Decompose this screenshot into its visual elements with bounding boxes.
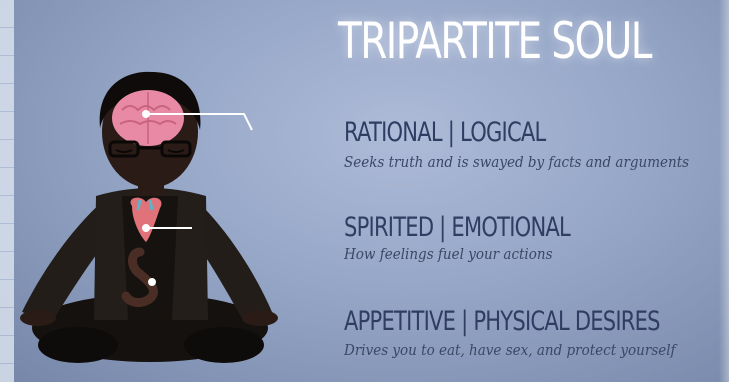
spirited-heading: SPIRITED | EMOTIONAL: [344, 212, 570, 243]
slide-title: TRIPARTITE SOUL: [338, 12, 651, 70]
left-hand: [20, 310, 56, 326]
rational-description: Seeks truth and is swayed by facts and a…: [344, 153, 689, 171]
appetitive-description: Drives you to eat, have sex, and protect…: [344, 341, 676, 359]
appetitive-heading: APPETITIVE | PHYSICAL DESIRES: [344, 306, 660, 337]
right-hand: [242, 310, 278, 326]
spirited-description: How feelings fuel your actions: [344, 245, 553, 263]
brain-icon: [112, 90, 184, 146]
rational-heading: RATIONAL | LOGICAL: [344, 117, 545, 148]
